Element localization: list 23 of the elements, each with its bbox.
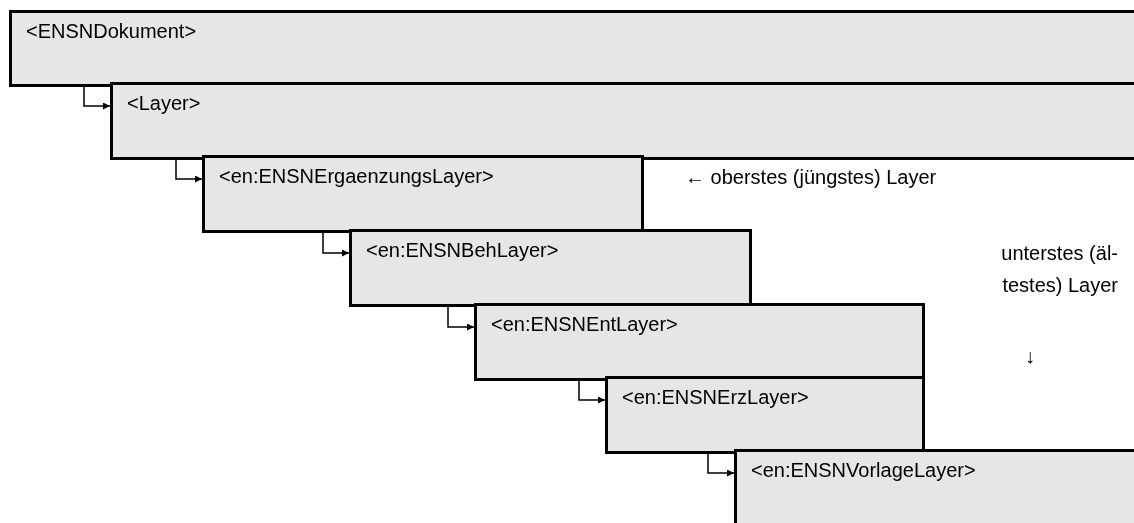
child-arrow [322,232,350,257]
element-tag: <en:ENSNErgaenzungsLayer> [219,165,494,188]
element-tag: <en:ENSNVorlageLayer> [751,459,976,482]
layer-box [734,449,1134,523]
child-arrow [83,86,111,110]
note-text: unterstes (äl- testes) Layer [1000,241,1118,298]
child-arrow [175,159,203,183]
element-tag: <en:ENSNErzLayer> [622,386,809,409]
element-tag: <en:ENSNBehLayer> [366,239,559,262]
child-arrow [707,453,735,477]
layer-box [605,376,925,454]
child-arrow [578,380,606,404]
element-tag: <ENSNDokument> [26,20,197,43]
element-tag: <en:ENSNEntLayer> [491,313,678,336]
child-arrow [447,306,475,331]
layer-box [202,155,644,233]
element-tag: <Layer> [127,92,201,115]
layer-box [9,10,1134,87]
direction-arrow: ↓ [1024,344,1036,369]
note-text: ← oberstes (jüngstes) Layer [685,165,938,190]
layer-box [474,303,925,381]
layer-box [110,82,1134,160]
layer-box [349,229,752,307]
